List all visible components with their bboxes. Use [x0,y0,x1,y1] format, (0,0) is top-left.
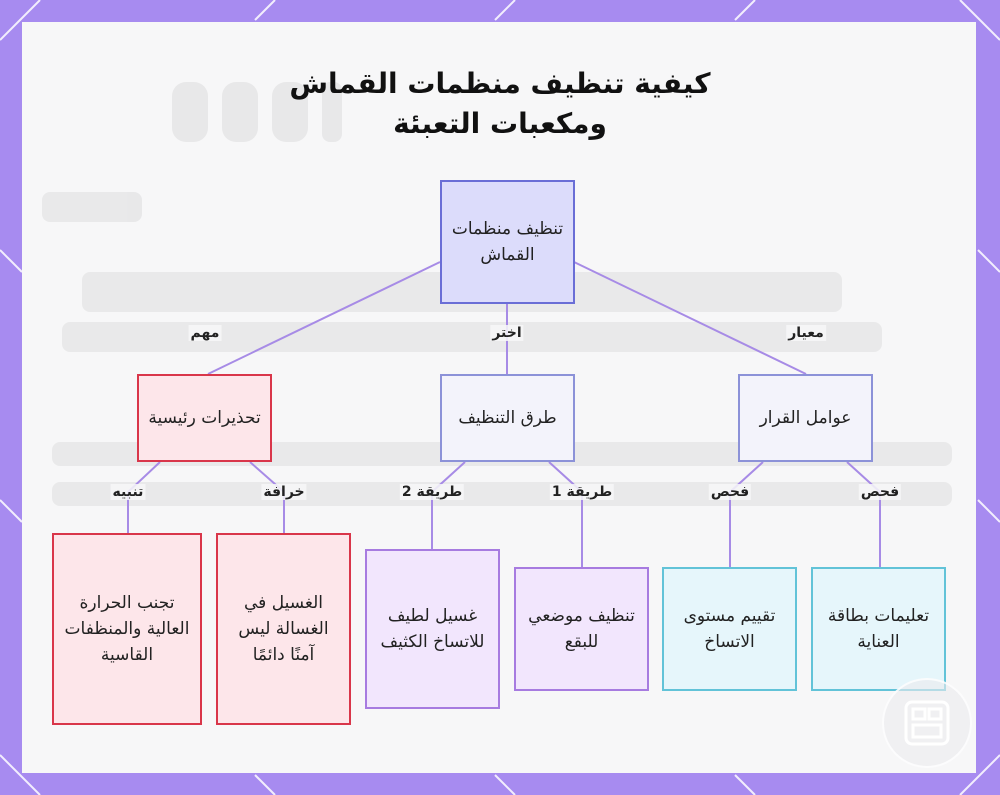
edge-label-choose: اختر [490,325,523,341]
node-avoid-heat: تجنب الحرارة العالية والمنظفات القاسية [52,533,202,725]
edge-factors-care [847,462,880,567]
edge-methods-spot [549,462,582,567]
edge-factors-assess [730,462,763,567]
node-assess-dirt: تقييم مستوى الاتساخ [662,567,797,691]
edge-label-method-1: طريقة 1 [550,484,614,500]
node-decision-factors: عوامل القرار [738,374,873,462]
edge-methods-gentle [432,462,465,549]
edge-label-warning: تنبيه [111,484,146,500]
brand-logo-icon [882,678,972,768]
edge-root-factors [574,262,806,374]
edge-label-criterion: معيار [786,325,826,341]
page-subtitle: ومكعبات التعبئة [250,106,750,142]
page-title: كيفية تنظيف منظمات القماش [250,66,750,102]
node-gentle-wash: غسيل لطيف للاتساخ الكثيف [365,549,500,709]
edge-label-myth: خرافة [261,484,306,500]
edge-label-method-2: طريقة 2 [400,484,464,500]
edge-root-warnings [208,262,440,374]
node-root: تنظيف منظمات القماش [440,180,575,304]
node-care-label: تعليمات بطاقة العناية [811,567,946,691]
edge-label-check-b: فحص [859,484,901,500]
edge-label-important: مهم [189,325,222,341]
node-spot-clean: تنظيف موضعي للبقع [514,567,649,691]
node-machine-wash-myth: الغسيل في الغسالة ليس آمنًا دائمًا [216,533,351,725]
node-cleaning-methods: طرق التنظيف [440,374,575,462]
node-key-warnings: تحذيرات رئيسية [137,374,272,462]
edge-label-check-a: فحص [709,484,751,500]
